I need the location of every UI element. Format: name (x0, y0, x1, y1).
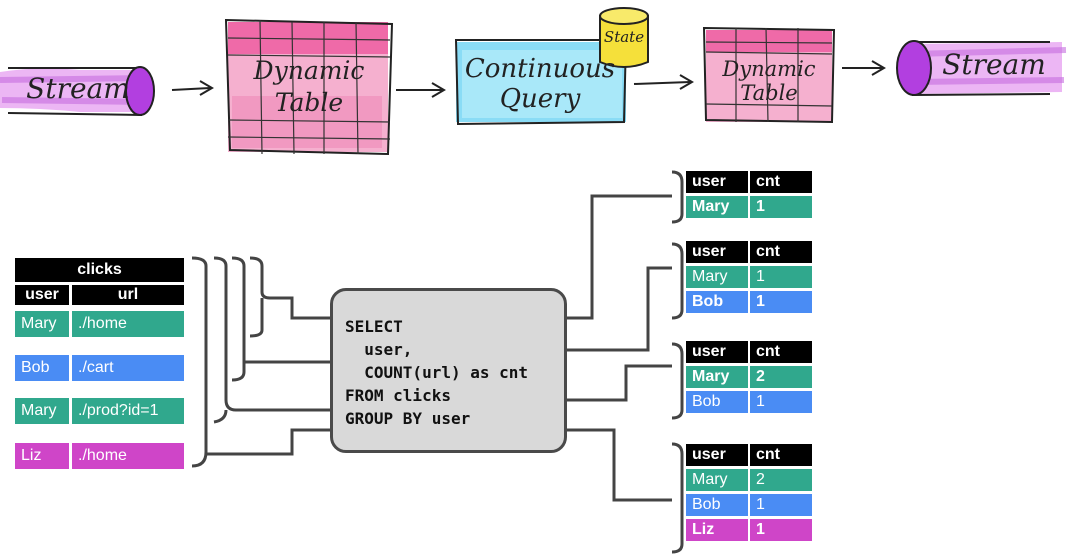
arrow-4 (842, 60, 886, 76)
state-cylinder (599, 7, 649, 68)
result-header-user: user (686, 241, 748, 263)
dynamic-table-in-label-line2: Table (274, 88, 344, 117)
query-line: user, (345, 340, 413, 359)
dynamic-table-in-sketch (224, 18, 394, 156)
result-cell-cnt: 2 (750, 366, 812, 388)
arrow-3 (633, 74, 694, 90)
result-table-2: user cnt Mary 1 Bob 1 (684, 238, 814, 316)
result-table-4: user cnt Mary 2 Bob 1 Liz 1 (684, 441, 814, 544)
query-box: SELECT user, COUNT(url) as cnt FROM clic… (330, 288, 567, 453)
query-line: GROUP BY user (345, 409, 471, 428)
result-cell-user: Liz (686, 519, 748, 541)
clicks-header-url: url (72, 285, 184, 305)
result-cell-user: Bob (686, 494, 748, 516)
continuous-query-sketch (454, 39, 628, 126)
clicks-cell-user: Mary (15, 311, 69, 337)
clicks-cell-url: ./cart (72, 355, 184, 381)
result-header-cnt: cnt (750, 444, 812, 466)
result-cell-cnt: 2 (750, 469, 812, 491)
result-header-user: user (686, 444, 748, 466)
result-cell-cnt: 1 (750, 196, 812, 218)
dynamic-table-out-label-line2: Table (740, 81, 798, 105)
query-line: FROM clicks (345, 386, 451, 405)
stream-in-cylinder (0, 66, 155, 116)
output-connectors (567, 170, 684, 554)
stream-in-label: Stream (26, 72, 130, 105)
result-cell-user: Bob (686, 291, 748, 313)
stream-out-cylinder (896, 40, 1067, 96)
clicks-caption: clicks (15, 258, 184, 282)
result-header-user: user (686, 341, 748, 363)
result-header-cnt: cnt (750, 171, 812, 193)
arrow-1 (171, 80, 214, 96)
query-line: COUNT(url) as cnt (345, 363, 529, 382)
result-cell-cnt: 1 (750, 291, 812, 313)
result-cell-cnt: 1 (750, 266, 812, 288)
clicks-cell-user: Liz (15, 443, 69, 469)
result-header-user: user (686, 171, 748, 193)
result-cell-user: Mary (686, 366, 748, 388)
result-header-cnt: cnt (750, 241, 812, 263)
result-cell-cnt: 1 (750, 519, 812, 541)
clicks-cell-url: ./home (72, 443, 184, 469)
dynamic-table-out-sketch (702, 26, 836, 124)
result-table-1: user cnt Mary 1 (684, 168, 814, 221)
continuous-query-label-line1: Continuous (464, 54, 616, 84)
result-cell-user: Mary (686, 196, 748, 218)
continuous-query-label-line2: Query (499, 84, 581, 114)
state-label: State (603, 28, 645, 46)
clicks-cell-url: ./home (72, 311, 184, 337)
result-cell-cnt: 1 (750, 391, 812, 413)
clicks-header-user: user (15, 285, 69, 305)
result-cell-user: Mary (686, 266, 748, 288)
query-line: SELECT (345, 317, 403, 336)
result-table-3: user cnt Mary 2 Bob 1 (684, 338, 814, 416)
clicks-cell-user: Bob (15, 355, 69, 381)
dynamic-table-in-label-line1: Dynamic (253, 56, 365, 85)
arrow-2 (396, 82, 446, 98)
stream-out-label: Stream (942, 48, 1046, 81)
result-header-cnt: cnt (750, 341, 812, 363)
result-cell-cnt: 1 (750, 494, 812, 516)
query-text: SELECT user, COUNT(url) as cnt FROM clic… (345, 315, 528, 430)
dynamic-table-out-label-line1: Dynamic (722, 57, 816, 81)
result-cell-user: Mary (686, 469, 748, 491)
result-cell-user: Bob (686, 391, 748, 413)
clicks-cell-url: ./prod?id=1 (72, 398, 184, 424)
clicks-cell-user: Mary (15, 398, 69, 424)
input-brackets (191, 256, 330, 468)
